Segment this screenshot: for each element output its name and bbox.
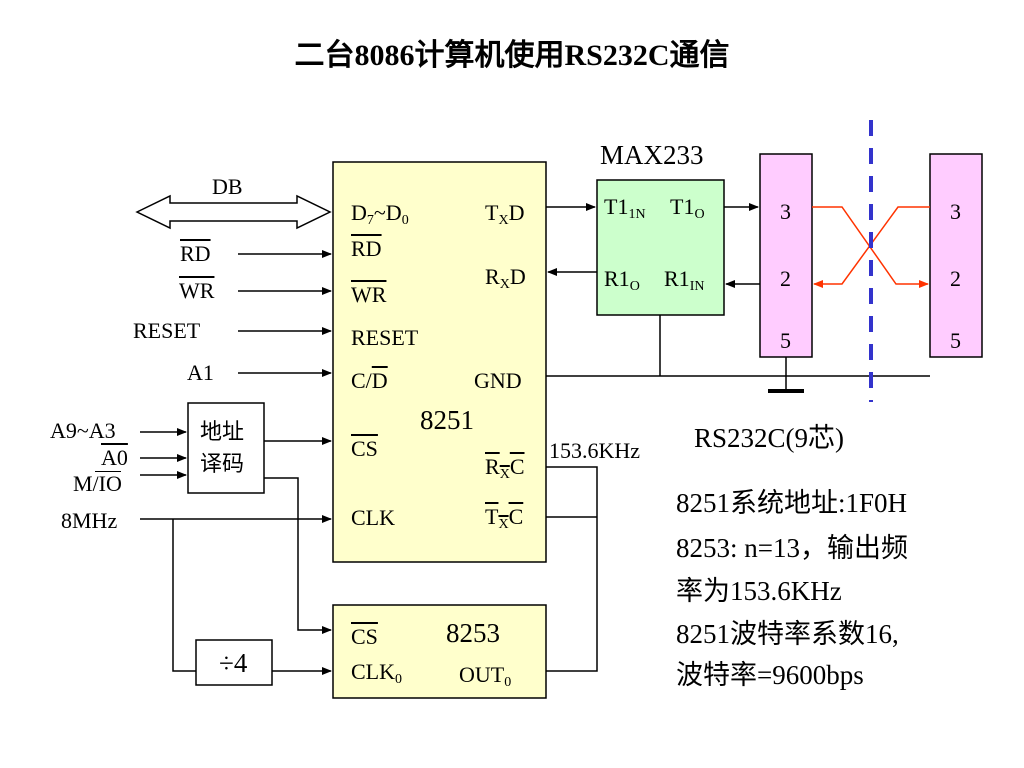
mio-label: M/IO	[73, 471, 122, 496]
note-line-1: 8251系统地址:1F0H	[676, 488, 908, 518]
max233-name: MAX233	[600, 140, 704, 170]
clk-freq-label: 8MHz	[61, 508, 118, 533]
a1-label: A1	[187, 360, 214, 385]
divider-box	[195, 639, 273, 686]
pin-rxc: RXC	[485, 454, 525, 482]
note-line-3: 率为153.6KHz	[676, 576, 842, 606]
a0-label: A0	[101, 445, 128, 470]
pin-r1in: R1IN	[664, 266, 705, 294]
pin-out0: OUT0	[459, 662, 512, 690]
decoder-label-line2: 译码	[200, 451, 245, 476]
note-line-5: 波特率=9600bps	[676, 660, 864, 690]
pin-gnd: GND	[474, 368, 522, 393]
rd-label: RD	[180, 241, 211, 266]
connector-left-box	[759, 153, 813, 358]
pin-t1o: T1O	[670, 194, 705, 222]
address-decoder-box	[187, 402, 265, 494]
cs-8253-wire	[264, 477, 332, 634]
connector-right-box	[929, 153, 983, 358]
pin-8253-cs: CS	[351, 624, 378, 649]
pin-rd: RD	[351, 236, 382, 261]
note-line-4: 8251波特率系数16,	[676, 619, 899, 649]
pin-reset: RESET	[351, 325, 419, 350]
reset-label: RESET	[133, 318, 201, 343]
connector-right-pin-3: 3	[950, 199, 961, 224]
pin-data-bus: D7~D0	[351, 200, 409, 228]
connector-right-pin-2: 2	[950, 266, 961, 291]
pin-clk0: CLK0	[351, 659, 402, 687]
clk-to-divider-wire	[172, 519, 196, 672]
out0-feedback-wire	[546, 466, 598, 672]
rxc-freq-label: 153.6KHz	[549, 438, 641, 463]
page-title: 二台8086计算机使用RS232C通信	[294, 39, 730, 72]
connector-left-pin-2: 2	[780, 266, 791, 291]
pin-cd: C/D	[351, 368, 388, 393]
pin-rxd: RXD	[485, 264, 526, 292]
connector-left-pin-5: 5	[780, 328, 791, 353]
pin-cs: CS	[351, 436, 378, 461]
chip-8253-name: 8253	[446, 618, 500, 648]
db-label: DB	[212, 174, 243, 199]
connector-right-pin-5: 5	[950, 328, 961, 353]
chip-8251-box	[332, 161, 547, 563]
pin-r1o: R1O	[604, 266, 640, 294]
chip-8253-box	[332, 604, 547, 699]
pin-clk: CLK	[351, 505, 395, 530]
note-line-2: 8253: n=13，输出频	[676, 533, 908, 563]
chip-8251-name: 8251	[420, 405, 474, 435]
decoder-label-line1: 地址	[200, 419, 245, 444]
rs232-label: RS232C(9芯)	[694, 423, 845, 453]
db-bus-arrow	[135, 194, 332, 230]
a9a3-label: A9~A3	[50, 418, 116, 443]
max233-box	[596, 179, 725, 316]
wr-label: WR	[179, 278, 215, 303]
pin-wr: WR	[351, 282, 387, 307]
connector-left-pin-3: 3	[780, 199, 791, 224]
pin-t1in: T11N	[604, 194, 646, 222]
divider-label: ÷4	[219, 648, 248, 678]
pin-txc: TXC	[485, 504, 524, 532]
pin-txd: TXD	[485, 200, 525, 228]
